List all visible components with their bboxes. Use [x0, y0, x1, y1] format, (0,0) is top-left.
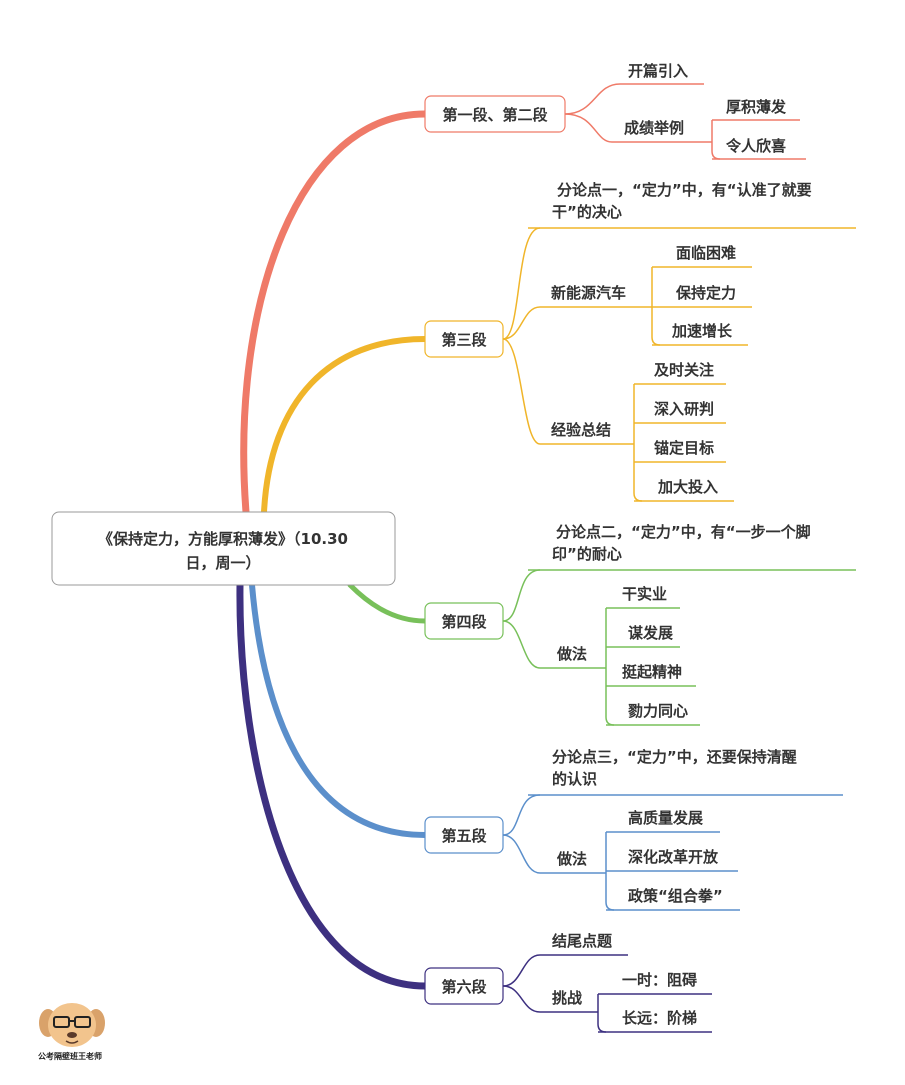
- main-branch-line: [249, 582, 428, 838]
- item-label: 经验总结: [551, 421, 611, 439]
- item-connector-line: [564, 113, 613, 143]
- section-label: 第五段: [441, 827, 486, 845]
- item-connector-line: [502, 306, 541, 340]
- item-connector-line: [502, 834, 541, 874]
- item-connector-line: [502, 338, 541, 445]
- section-label: 第六段: [441, 978, 486, 996]
- root-title-line1: 《保持定力，方能厚积薄发》（10.30: [98, 530, 348, 548]
- leaf-label: 一时：阻碍: [622, 971, 697, 989]
- root-title-line2: 日，周一）: [185, 554, 260, 572]
- leaf-label: 加大投入: [657, 478, 718, 496]
- item-label: 开篇引入: [628, 62, 688, 80]
- item-label: 新能源汽车: [551, 284, 626, 302]
- dog-avatar-icon: [36, 997, 108, 1067]
- main-branch-line: [236, 581, 429, 990]
- item-connector-line: [564, 83, 621, 115]
- item-label: 挑战: [552, 989, 582, 1007]
- leaf-label: 深化改革开放: [628, 848, 719, 866]
- item-label: 做法: [556, 645, 587, 663]
- argument-text-line: 分论点二，“定力”中，有“一步一个脚: [556, 523, 811, 541]
- section-label: 第三段: [441, 331, 486, 349]
- root-node-box: [51, 511, 396, 586]
- item-label: 结尾点题: [552, 932, 613, 950]
- child-spine-line: [597, 994, 607, 1033]
- argument-text-line: 分论点三，“定力”中，还要保持清醒: [552, 748, 797, 766]
- leaf-label: 及时关注: [654, 361, 714, 379]
- leaf-label: 干实业: [622, 585, 667, 603]
- argument-text-line: 干”的决心: [552, 203, 622, 221]
- item-connector-line: [502, 227, 541, 340]
- item-connector-line: [502, 985, 541, 1013]
- leaf-label: 谋发展: [628, 624, 673, 642]
- argument-text-line: 印”的耐心: [552, 545, 622, 563]
- leaf-label: 厚积薄发: [726, 98, 787, 116]
- argument-text-line: 的认识: [552, 770, 597, 788]
- item-connector-line: [502, 954, 541, 987]
- main-branch-line: [261, 336, 428, 515]
- leaf-label: 锚定目标: [654, 439, 714, 457]
- leaf-label: 政策“组合拳”: [628, 887, 723, 905]
- child-spine-line: [633, 384, 643, 502]
- leaf-label: 挺起精神: [622, 663, 682, 681]
- child-spine-line: [711, 120, 721, 160]
- leaf-label: 勠力同心: [628, 702, 688, 720]
- item-label: 成绩举例: [624, 119, 684, 137]
- item-connector-line: [502, 569, 541, 622]
- child-spine-line: [651, 267, 661, 346]
- leaf-label: 深入研判: [654, 400, 714, 418]
- section-label: 第一段、第二段: [442, 106, 547, 124]
- section-label: 第四段: [441, 613, 486, 631]
- main-branch-line: [347, 582, 428, 624]
- main-branch-line: [240, 110, 429, 516]
- leaf-label: 保持定力: [675, 284, 736, 302]
- item-label: 做法: [556, 850, 587, 868]
- leaf-label: 长远：阶梯: [622, 1009, 697, 1027]
- argument-text-line: 分论点一，“定力”中，有“认准了就要: [557, 181, 812, 199]
- item-connector-line: [502, 794, 541, 836]
- item-connector-line: [502, 620, 541, 669]
- child-spine-line: [605, 608, 615, 726]
- leaf-label: 令人欣喜: [726, 137, 786, 155]
- leaf-label: 高质量发展: [628, 809, 703, 827]
- leaf-label: 面临困难: [676, 244, 736, 262]
- watermark-text: 公考隔壁班王老师: [38, 1052, 102, 1061]
- leaf-label: 加速增长: [671, 322, 733, 340]
